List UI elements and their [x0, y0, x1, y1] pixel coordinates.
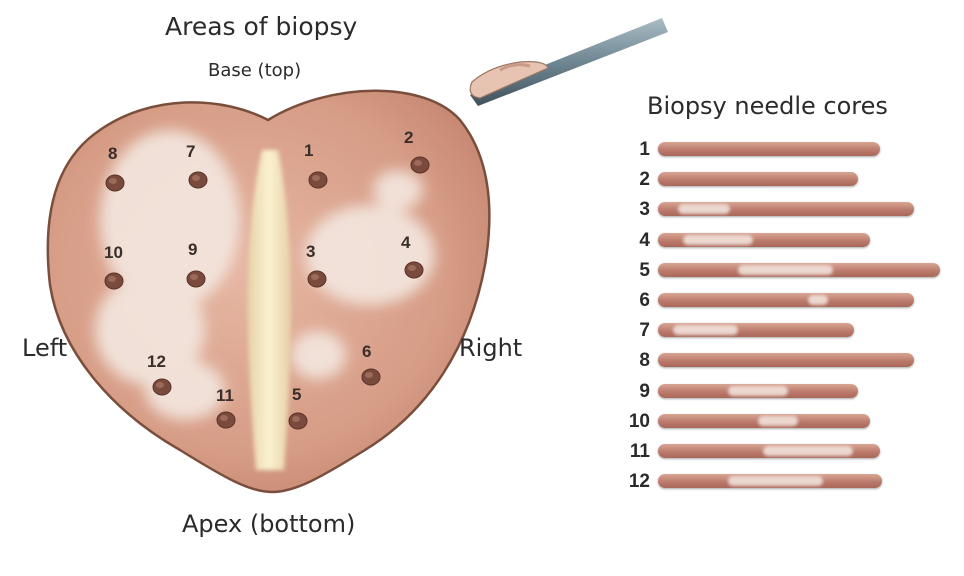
site-label-2: 2: [404, 128, 414, 147]
biopsy-site-highlight: [408, 265, 416, 271]
diagram-title: Areas of biopsy: [165, 12, 358, 41]
site-label-1: 1: [304, 141, 314, 160]
site-label-9: 9: [188, 240, 198, 259]
core-pale-area: [728, 385, 788, 396]
needle-core-6: [658, 293, 914, 307]
needle-core-9: [658, 383, 858, 398]
core-pale-area: [808, 295, 828, 305]
biopsy-site-highlight: [312, 175, 320, 181]
needle-core-8: [658, 353, 914, 368]
core-label-9: 9: [639, 380, 650, 402]
biopsy-site-highlight: [156, 382, 164, 388]
needle-core-5: [658, 262, 940, 277]
core-label-12: 12: [628, 471, 650, 493]
core-pale-area: [758, 415, 798, 426]
core-label-4: 4: [639, 229, 650, 251]
biopsy-site-highlight: [192, 175, 200, 181]
needle-core-12: [658, 474, 882, 489]
core-label-10: 10: [628, 410, 650, 432]
core-label-7: 7: [639, 320, 650, 342]
biopsy-site-highlight: [311, 274, 319, 280]
core-label-3: 3: [639, 199, 650, 221]
site-label-12: 12: [147, 352, 166, 371]
site-label-11: 11: [216, 386, 234, 405]
biopsy-site-highlight: [365, 372, 373, 378]
core-pale-area: [728, 476, 823, 487]
needle-core-10: [658, 413, 870, 428]
site-label-7: 7: [186, 142, 196, 161]
site-label-6: 6: [362, 342, 372, 361]
core-pale-area: [738, 264, 833, 275]
core-label-1: 1: [639, 139, 650, 160]
core-label-2: 2: [639, 169, 650, 191]
needle-core-4: [658, 232, 870, 247]
site-label-10: 10: [104, 243, 123, 262]
base-label: Base (top): [208, 60, 302, 81]
apex-label: Apex (bottom): [182, 510, 356, 538]
needle-core-11: [658, 444, 880, 458]
biopsy-site-highlight: [108, 276, 116, 282]
core-pale-area: [678, 204, 730, 215]
left-label: Left: [22, 334, 68, 362]
pale-areas: [95, 130, 435, 420]
needle-core-3: [658, 202, 914, 217]
urethra: [247, 150, 291, 470]
core-pale-area: [763, 446, 853, 456]
biopsy-site-highlight: [414, 160, 422, 166]
biopsy-site-highlight: [190, 274, 198, 280]
site-label-3: 3: [306, 242, 316, 261]
needle-core-1: [658, 142, 880, 156]
biopsy-site-highlight: [220, 415, 228, 421]
site-label-5: 5: [292, 385, 302, 404]
right-label: Right: [459, 334, 523, 362]
biopsy-needle-icon: [469, 18, 668, 106]
core-pale-area: [683, 234, 753, 245]
site-label-4: 4: [401, 233, 411, 252]
site-label-8: 8: [108, 144, 118, 163]
core-label-11: 11: [629, 441, 650, 462]
core-pale-area: [673, 325, 738, 336]
needle-core-7: [658, 323, 854, 338]
core-label-8: 8: [639, 350, 650, 372]
needle-core-2: [658, 172, 858, 187]
core-label-5: 5: [639, 259, 650, 281]
biopsy-site-highlight: [292, 416, 300, 422]
biopsy-site-highlight: [109, 178, 117, 184]
core-label-6: 6: [639, 290, 650, 311]
cores-title: Biopsy needle cores: [647, 92, 888, 120]
